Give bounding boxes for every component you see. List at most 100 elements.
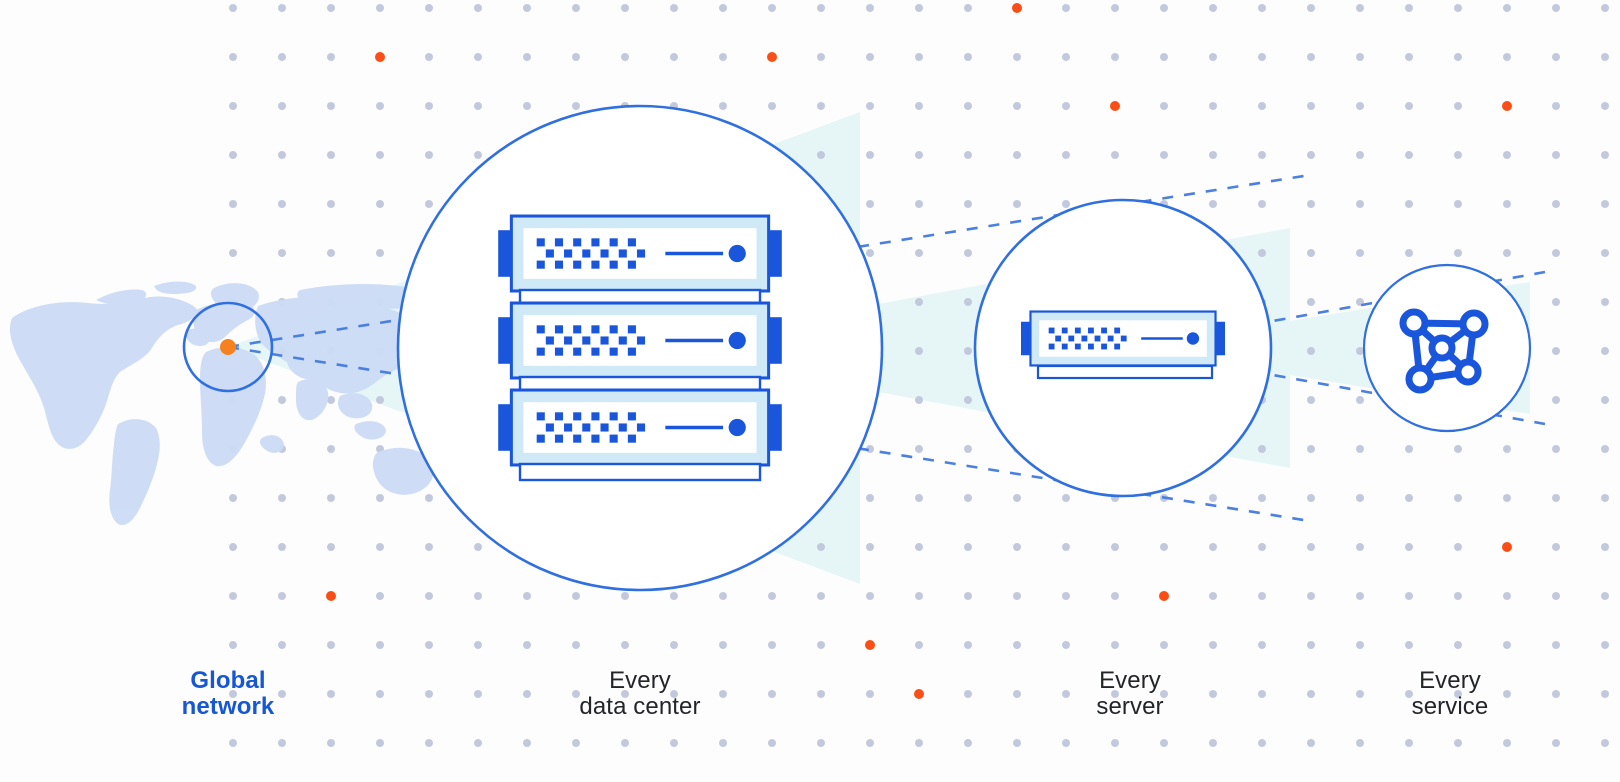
grid-dot bbox=[327, 151, 335, 159]
grid-dot-highlighted bbox=[375, 52, 385, 62]
grid-dot bbox=[866, 249, 874, 257]
grid-dot bbox=[1503, 641, 1511, 649]
grid-dot bbox=[1601, 249, 1609, 257]
grid-dot bbox=[425, 739, 433, 747]
grid-dot bbox=[1405, 739, 1413, 747]
grid-dot bbox=[376, 690, 384, 698]
grid-dot bbox=[1503, 4, 1511, 12]
grid-dot bbox=[915, 200, 923, 208]
grid-dot bbox=[1160, 151, 1168, 159]
grid-dot bbox=[1307, 151, 1315, 159]
grid-dot bbox=[474, 739, 482, 747]
grid-dot bbox=[1013, 739, 1021, 747]
grid-dot bbox=[817, 690, 825, 698]
grid-dot bbox=[1209, 102, 1217, 110]
grid-dot bbox=[327, 445, 335, 453]
grid-dot bbox=[719, 102, 727, 110]
grid-dot bbox=[1209, 53, 1217, 61]
grid-dot bbox=[768, 641, 776, 649]
grid-dot bbox=[572, 592, 580, 600]
grid-dot bbox=[1062, 200, 1070, 208]
grid-dot bbox=[964, 200, 972, 208]
grid-dot bbox=[1307, 102, 1315, 110]
grid-dot bbox=[1503, 53, 1511, 61]
grid-dot bbox=[327, 102, 335, 110]
grid-dot bbox=[866, 690, 874, 698]
grid-dot bbox=[1503, 690, 1511, 698]
grid-dot bbox=[1356, 53, 1364, 61]
grid-dot bbox=[1111, 543, 1119, 551]
grid-dot bbox=[1552, 200, 1560, 208]
mesh-node-top-right bbox=[1459, 309, 1489, 339]
grid-dot bbox=[1356, 543, 1364, 551]
grid-dot bbox=[915, 543, 923, 551]
grid-dot bbox=[621, 4, 629, 12]
grid-dot bbox=[376, 4, 384, 12]
grid-dot bbox=[1454, 4, 1462, 12]
grid-dot bbox=[1503, 494, 1511, 502]
grid-dot-highlighted bbox=[865, 640, 875, 650]
grid-dot bbox=[229, 592, 237, 600]
grid-dot bbox=[278, 543, 286, 551]
grid-dot bbox=[1111, 739, 1119, 747]
grid-dot bbox=[1307, 4, 1315, 12]
grid-dot bbox=[1552, 739, 1560, 747]
grid-dot bbox=[572, 641, 580, 649]
grid-dot bbox=[1307, 494, 1315, 502]
grid-dot bbox=[1552, 396, 1560, 404]
grid-dot bbox=[229, 739, 237, 747]
grid-dot bbox=[425, 151, 433, 159]
rack-connector bbox=[518, 375, 762, 392]
grid-dot bbox=[964, 151, 972, 159]
grid-dot bbox=[1356, 347, 1364, 355]
grid-dot bbox=[425, 494, 433, 502]
grid-dot bbox=[278, 53, 286, 61]
grid-dot bbox=[1013, 543, 1021, 551]
grid-dot bbox=[1111, 690, 1119, 698]
grid-dot bbox=[229, 4, 237, 12]
grid-dot bbox=[1552, 102, 1560, 110]
grid-dot bbox=[1552, 298, 1560, 306]
grid-dot bbox=[425, 102, 433, 110]
grid-dot bbox=[1013, 102, 1021, 110]
grid-dot bbox=[964, 445, 972, 453]
grid-dot bbox=[1160, 102, 1168, 110]
grid-dot bbox=[1601, 445, 1609, 453]
grid-dot bbox=[1503, 151, 1511, 159]
grid-dot bbox=[866, 53, 874, 61]
grid-dot bbox=[1356, 592, 1364, 600]
grid-dot bbox=[1405, 445, 1413, 453]
grid-dot bbox=[719, 641, 727, 649]
grid-dot bbox=[376, 200, 384, 208]
grid-dot bbox=[1062, 102, 1070, 110]
mesh-node-center bbox=[1428, 334, 1456, 362]
grid-dot bbox=[1454, 592, 1462, 600]
grid-dot bbox=[1454, 690, 1462, 698]
grid-dot bbox=[1405, 592, 1413, 600]
grid-dot bbox=[817, 102, 825, 110]
grid-dot bbox=[621, 53, 629, 61]
grid-dot bbox=[915, 298, 923, 306]
grid-dot bbox=[964, 690, 972, 698]
grid-dot bbox=[964, 396, 972, 404]
grid-dot bbox=[278, 102, 286, 110]
grid-dot bbox=[1258, 102, 1266, 110]
grid-dot bbox=[572, 4, 580, 12]
grid-dot bbox=[1405, 543, 1413, 551]
grid-dot bbox=[278, 690, 286, 698]
grid-dot bbox=[621, 592, 629, 600]
grid-dot bbox=[425, 592, 433, 600]
grid-dot bbox=[964, 4, 972, 12]
grid-dot bbox=[915, 445, 923, 453]
grid-dot bbox=[1454, 641, 1462, 649]
grid-dot bbox=[1209, 641, 1217, 649]
grid-dot bbox=[866, 494, 874, 502]
grid-dot bbox=[278, 249, 286, 257]
grid-dot bbox=[278, 396, 286, 404]
grid-dot bbox=[1111, 53, 1119, 61]
grid-dot bbox=[670, 690, 678, 698]
map-marker-dot bbox=[220, 339, 236, 355]
grid-dot bbox=[278, 494, 286, 502]
grid-dot bbox=[327, 396, 335, 404]
